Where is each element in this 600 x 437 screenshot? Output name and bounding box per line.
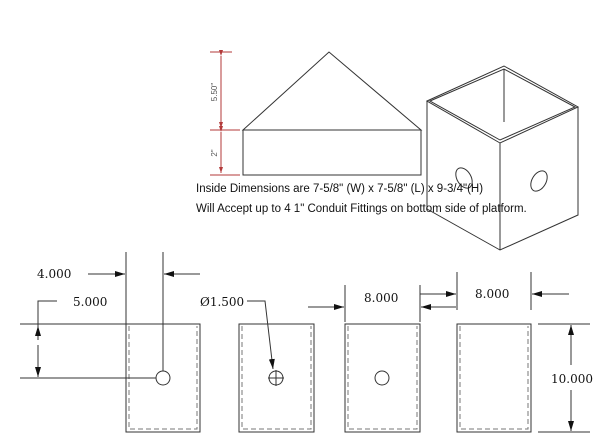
hole-horizontal-label: 4.000 [37, 267, 71, 281]
dim-hole-vertical: 5.000 [20, 295, 156, 379]
elevation-view-2 [238, 323, 315, 433]
width-b-label: 8.000 [475, 287, 509, 301]
hole-vertical-label: 5.000 [73, 295, 107, 309]
dim-height: 10.000 [538, 323, 593, 433]
roof-side-view [241, 51, 423, 176]
roof-dimension: 5.50" 2" [210, 50, 240, 176]
note-conduit-fittings: Will Accept up to 4 1" Conduit Fittings … [196, 203, 527, 215]
dim-width-a: 8.000 [308, 285, 456, 322]
width-a-label: 8.000 [364, 291, 398, 305]
height-label: 10.000 [551, 372, 593, 386]
conduit-hole [530, 170, 548, 192]
note-inside-dimensions: Inside Dimensions are 7-5/8" (W) x 7-5/8… [196, 183, 483, 195]
conduit-hole [455, 167, 473, 189]
isometric-box [425, 65, 580, 251]
conduit-hole [374, 370, 390, 386]
elevation-view-3 [344, 323, 421, 433]
dim-hole-horizontal: 4.000 [37, 252, 200, 371]
elevation-view-4 [456, 323, 532, 433]
hole-diameter-label: Ø1.500 [200, 295, 244, 309]
dim-hole-diameter: Ø1.500 [200, 295, 275, 370]
dim-width-b: 8.000 [420, 272, 569, 310]
roof-height-label: 5.50" [210, 83, 219, 102]
conduit-hole [155, 370, 171, 386]
base-height-label: 2" [210, 149, 219, 156]
